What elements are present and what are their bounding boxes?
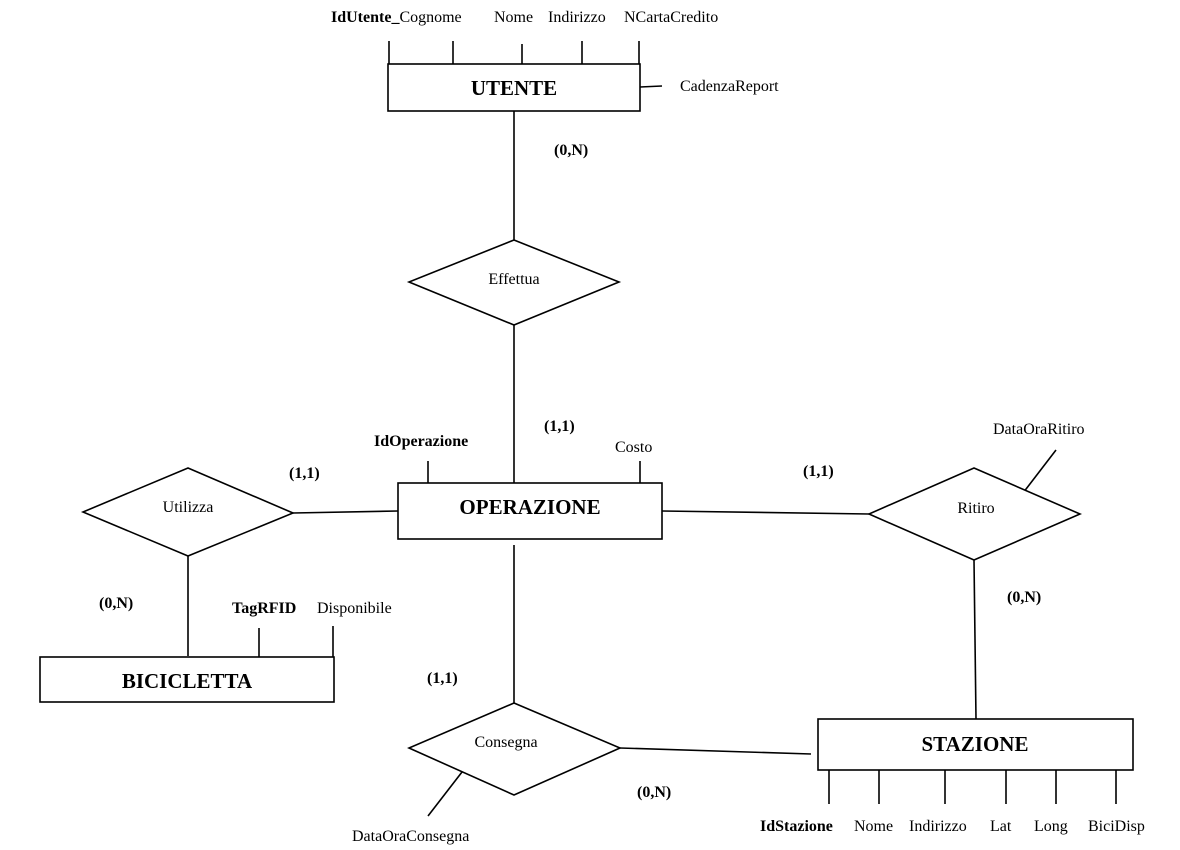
attribute-bicicletta-disponibile: Disponibile [317, 600, 392, 617]
link-consegna-stazione [619, 747, 812, 755]
entity-operazione: OPERAZIONE [397, 482, 663, 540]
entity-utente: UTENTE [387, 63, 641, 112]
relationship-effettua-label: Effettua [488, 271, 539, 288]
entity-operazione-box [397, 482, 663, 540]
entity-operazione-label: OPERAZIONE [459, 495, 600, 519]
cardinality-stazione-ritiro: (0,N) [1007, 589, 1041, 606]
link-utilizza-operazione [292, 510, 399, 514]
attributes-utente: IdUtente_Cognome Nome Indirizzo NCartaCr… [331, 9, 779, 95]
attributes-stazione: IdStazione Nome Indirizzo Lat Long BiciD… [760, 818, 1145, 835]
attribute-stazione-long: Long [1034, 818, 1068, 835]
attribute-ritiro-dataoraritiro: DataOraRitiro [993, 421, 1085, 438]
entity-bicicletta: BICICLETTA [39, 656, 335, 703]
attributes-operazione: IdOperazione Costo [374, 433, 652, 456]
link-operazione-ritiro [661, 510, 870, 515]
relationship-utilizza-label: Utilizza [163, 499, 214, 516]
attributes-bicicletta: TagRFID Disponibile [232, 600, 392, 617]
relationship-ritiro-diamond [867, 467, 1083, 561]
cardinality-utente-effettua: (0,N) [554, 142, 588, 159]
stub-ritiro-dataoraritiro [1022, 449, 1057, 494]
attribute-utente-nome: Nome [494, 9, 533, 26]
relationship-effettua: Effettua [406, 239, 622, 326]
attribute-stazione-lat: Lat [990, 818, 1012, 835]
attribute-bicicletta-tagrfid: TagRFID [232, 600, 296, 617]
entity-stazione-label: STAZIONE [922, 732, 1029, 756]
entity-bicicletta-label: BICICLETTA [122, 669, 253, 693]
attribute-utente-idutente: IdUtente_ [331, 9, 400, 26]
link-ritiro-stazione [973, 559, 977, 720]
relationship-utilizza-diamond [80, 467, 296, 557]
entity-utente-label: UTENTE [471, 76, 557, 100]
attribute-consegna-dataoraconsegna: DataOraConsegna [352, 828, 469, 845]
attributes-consegna: DataOraConsegna [352, 828, 469, 845]
cardinality-bicicletta-utilizza: (0,N) [99, 595, 133, 612]
attribute-stazione-idstazione: IdStazione [760, 818, 833, 835]
relationship-consegna-label: Consegna [474, 734, 537, 751]
entity-stazione: STAZIONE [817, 718, 1134, 771]
cardinality-stazione-consegna: (0,N) [637, 784, 671, 801]
relationship-utilizza: Utilizza [80, 467, 296, 557]
relationship-consegna: Consegna [407, 702, 623, 796]
entity-stazione-box [817, 718, 1134, 771]
entity-utente-box [387, 63, 641, 112]
attribute-utente-ncartacredito: NCartaCredito [624, 9, 718, 26]
relationship-consegna-diamond [407, 702, 623, 796]
stub-utente-cadenzareport [639, 85, 663, 88]
relationship-ritiro-label: Ritiro [957, 500, 994, 517]
attribute-stazione-bicidisp: BiciDisp [1088, 818, 1145, 835]
entity-bicicletta-box [39, 656, 335, 703]
cardinality-operazione-ritiro: (1,1) [803, 463, 834, 480]
cardinalities: (0,N) (1,1) (1,1) (0,N) (1,1) (0,N) (1,1… [99, 142, 1041, 801]
attribute-operazione-idoperazione: IdOperazione [374, 433, 468, 450]
relationship-ritiro: Ritiro [867, 467, 1083, 561]
connector-lines [187, 111, 977, 755]
cardinality-operazione-utilizza: (1,1) [289, 465, 320, 482]
attribute-stubs [258, 41, 1117, 817]
attribute-utente-cadenzareport: CadenzaReport [680, 78, 779, 95]
attributes-ritiro: DataOraRitiro [993, 421, 1085, 438]
attribute-utente-indirizzo: Indirizzo [548, 9, 606, 26]
attribute-operazione-costo: Costo [615, 439, 652, 456]
attribute-stazione-nome: Nome [854, 818, 893, 835]
stub-consegna-dataoraconsegna [427, 771, 463, 817]
cardinality-operazione-consegna: (1,1) [427, 670, 458, 687]
attribute-utente-key-line: IdUtente_Cognome [331, 9, 462, 26]
cardinality-operazione-effettua: (1,1) [544, 418, 575, 435]
attribute-utente-cognome: Cognome [399, 9, 461, 26]
relationship-effettua-diamond [406, 239, 622, 326]
attribute-stazione-indirizzo: Indirizzo [909, 818, 967, 835]
